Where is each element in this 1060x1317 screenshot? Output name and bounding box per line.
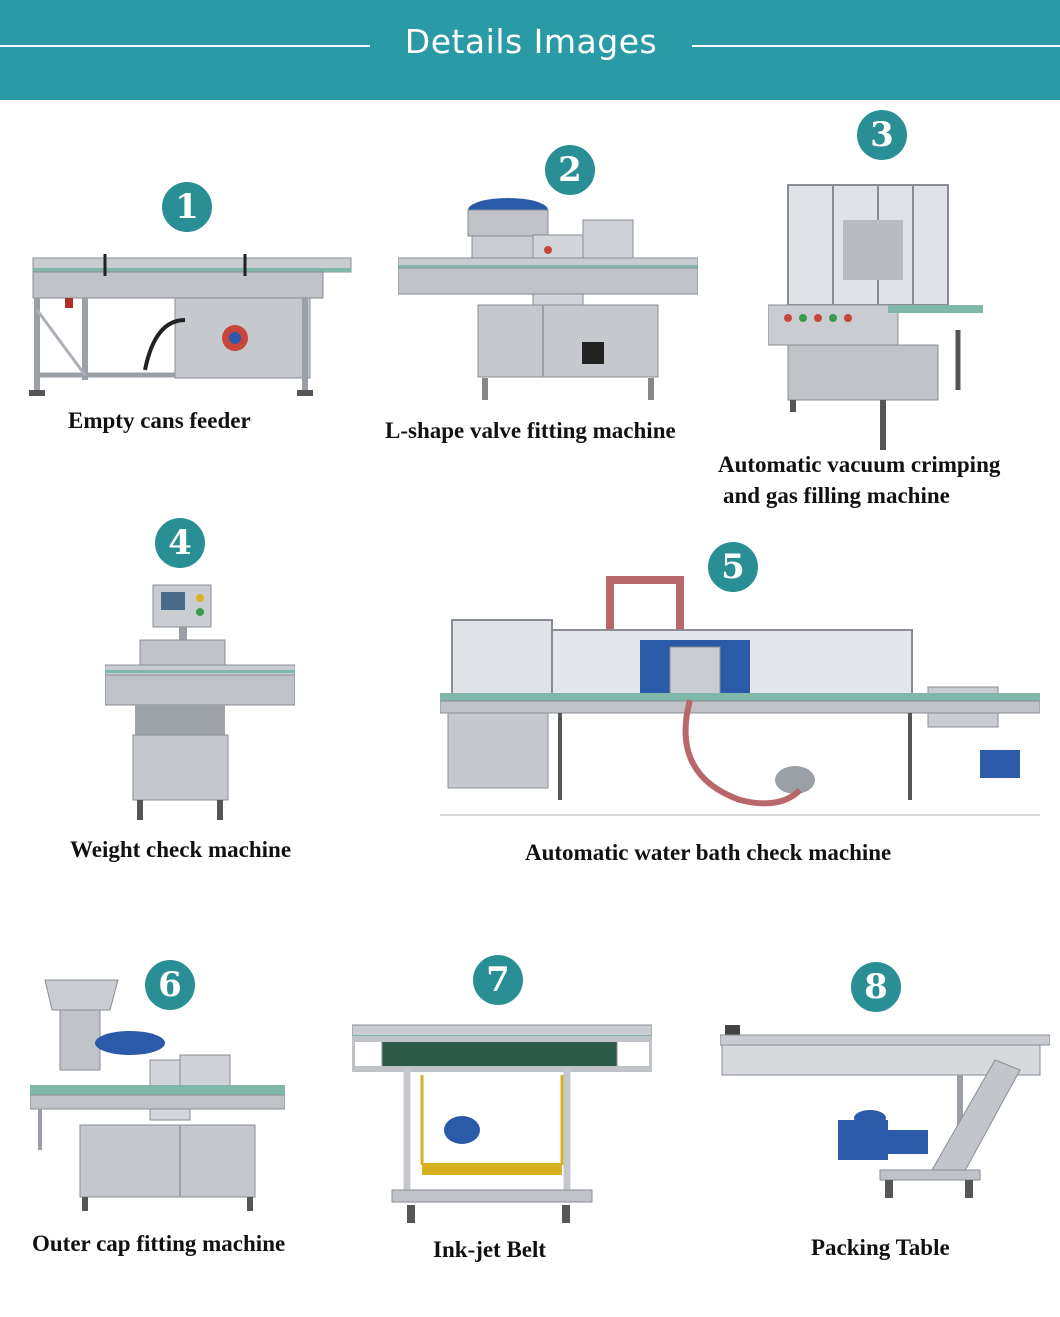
caption-crimping-machine: Automatic vacuum crimping and gas fillin… — [718, 449, 1000, 511]
ink-jet-belt-image — [352, 1015, 652, 1230]
packing-table-image — [720, 1020, 1050, 1210]
header-banner: Details Images — [0, 0, 1060, 100]
step-badge-6: 6 — [145, 960, 195, 1010]
caption-valve-fitting-machine: L-shape valve fitting machine — [385, 418, 676, 443]
step-badge-3: 3 — [857, 110, 907, 160]
page-title: Details Images — [404, 22, 658, 61]
cap-fitting-machine-image — [30, 975, 285, 1215]
weight-check-machine-image — [105, 580, 295, 825]
caption-crimping-line-2: and gas filling machine — [723, 483, 950, 508]
banner-divider-left — [0, 45, 370, 47]
step-badge-4: 4 — [155, 518, 205, 568]
step-badge-5: 5 — [708, 542, 758, 592]
empty-cans-feeder-image — [25, 250, 355, 410]
water-bath-machine-image — [440, 575, 1040, 837]
caption-empty-cans-feeder: Empty cans feeder — [68, 408, 251, 433]
crimping-machine-image — [768, 180, 983, 452]
step-badge-1: 1 — [162, 182, 212, 232]
caption-cap-fitting-machine: Outer cap fitting machine — [32, 1231, 286, 1256]
caption-weight-check-machine: Weight check machine — [70, 837, 292, 862]
step-badge-8: 8 — [851, 962, 901, 1012]
step-badge-2: 2 — [545, 145, 595, 195]
valve-fitting-machine-image — [398, 190, 698, 410]
caption-crimping-line-1: Automatic vacuum crimping — [718, 452, 1001, 477]
caption-packing-table: Packing Table — [811, 1235, 950, 1260]
banner-divider-right — [692, 45, 1060, 47]
caption-ink-jet-belt: Ink-jet Belt — [433, 1237, 547, 1262]
caption-water-bath-machine: Automatic water bath check machine — [525, 840, 892, 865]
step-badge-7: 7 — [473, 955, 523, 1005]
